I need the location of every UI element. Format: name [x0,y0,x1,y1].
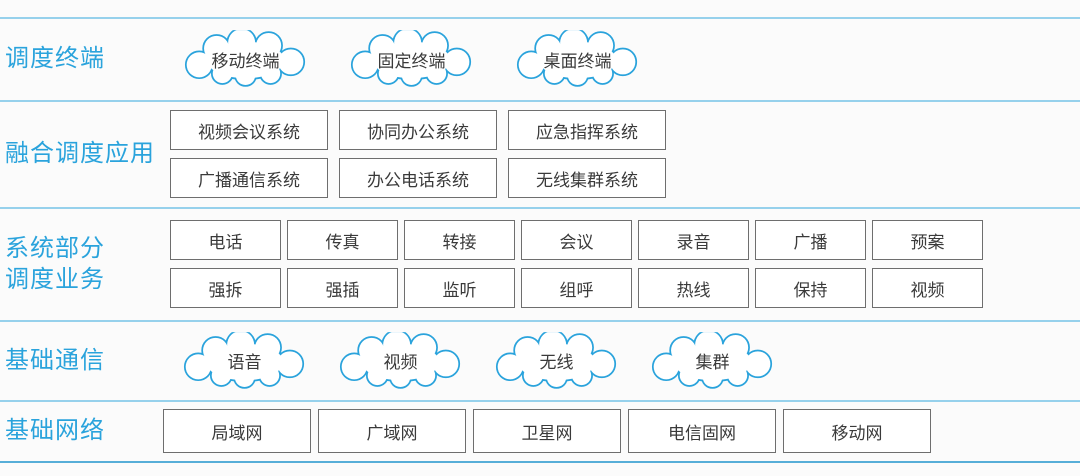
cloud-label: 语音 [227,353,262,372]
service-box: 会议 [521,220,632,260]
app-box-grid: 视频会议系统 协同办公系统 应急指挥系统 广播通信系统 办公电话系统 无线集群系… [170,110,666,198]
layer-label-comm: 基础通信 [5,346,105,374]
divider-line [0,100,1080,102]
network-box: 卫星网 [473,409,621,453]
cloud-trunking: 集群 [645,332,780,390]
service-box-grid: 电话 传真 转接 会议 录音 广播 预案 强拆 强插 监听 组呼 热线 保持 视… [170,220,983,308]
layer-services: 系统部分 调度业务 电话 传真 转接 会议 录音 广播 预案 强拆 强插 监听 … [0,208,1080,320]
service-box: 录音 [638,220,749,260]
layer-label-apps: 融合调度应用 [5,140,155,168]
layer-label-network: 基础网络 [5,417,105,445]
cloud-label: 集群 [695,353,730,372]
service-box: 视频 [872,268,983,308]
service-box: 强插 [287,268,398,308]
network-box: 局域网 [163,409,311,453]
app-system-box: 办公电话系统 [339,158,497,198]
cloud-label: 固定终端 [377,51,446,71]
cloud-label: 桌面终端 [543,51,612,71]
cloud-desktop-terminal: 桌面终端 [510,30,645,88]
network-box-strip: 局域网 广域网 卫星网 电信固网 移动网 [163,409,931,453]
layer-label-line: 系统部分 [5,234,105,262]
service-box: 组呼 [521,268,632,308]
cloud-fixed-terminal: 固定终端 [344,30,479,88]
service-box: 监听 [404,268,515,308]
network-box: 电信固网 [628,409,776,453]
cloud-voice: 语音 [177,332,312,390]
network-box: 移动网 [783,409,931,453]
service-box: 强拆 [170,268,281,308]
divider-line [0,17,1080,19]
cloud-label: 视频 [383,353,418,372]
service-box: 电话 [170,220,281,260]
divider-line [0,400,1080,402]
service-box: 热线 [638,268,749,308]
service-box: 传真 [287,220,398,260]
service-box: 预案 [872,220,983,260]
network-box: 广域网 [318,409,466,453]
layer-apps: 融合调度应用 视频会议系统 协同办公系统 应急指挥系统 广播通信系统 办公电话系… [0,101,1080,207]
app-system-box: 应急指挥系统 [508,110,666,150]
app-system-box: 协同办公系统 [339,110,497,150]
comm-cloud-strip: 语音 视频 无线 集群 [177,332,780,390]
divider-line [0,461,1080,463]
cloud-video: 视频 [333,332,468,390]
divider-line [0,320,1080,322]
service-box: 保持 [755,268,866,308]
layer-comm: 基础通信 语音 视频 无线 集群 [0,321,1080,400]
cloud-mobile-terminal: 移动终端 [178,30,313,88]
divider-line [0,207,1080,209]
layer-terminals: 调度终端 移动终端 固定终端 桌面终端 [0,18,1080,100]
terminal-cloud-strip: 移动终端 固定终端 桌面终端 [178,30,645,88]
app-system-box: 无线集群系统 [508,158,666,198]
cloud-wireless: 无线 [489,332,624,390]
app-system-box: 视频会议系统 [170,110,328,150]
service-box: 转接 [404,220,515,260]
layer-label-services: 系统部分 调度业务 [0,233,170,295]
service-box: 广播 [755,220,866,260]
layer-network: 基础网络 局域网 广域网 卫星网 电信固网 移动网 [0,401,1080,461]
cloud-label: 移动终端 [211,51,280,71]
cloud-label: 无线 [539,353,574,372]
layer-label-terminals: 调度终端 [5,45,105,73]
layer-label-line: 调度业务 [5,266,105,293]
app-system-box: 广播通信系统 [170,158,328,198]
